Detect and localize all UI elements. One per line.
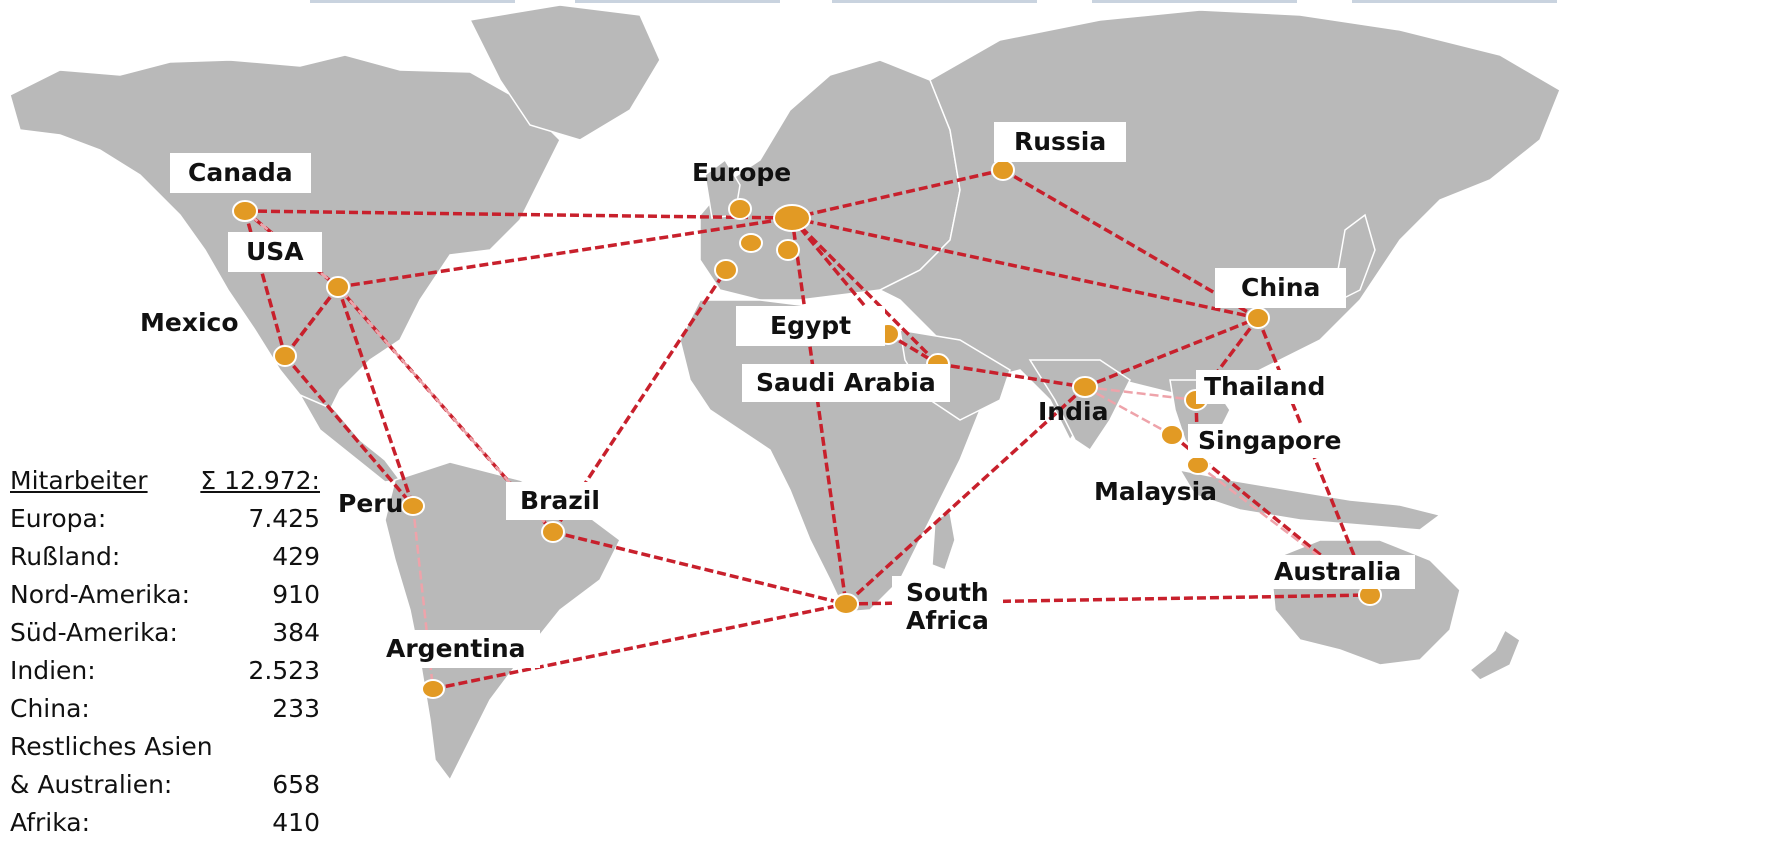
top-tab-1 [310, 0, 515, 3]
label-thailand: Thailand [1196, 370, 1334, 404]
marker-india [1072, 376, 1098, 398]
label-europe: Europe [692, 158, 792, 187]
label-south-africa: South Africa [892, 576, 1003, 638]
stats-row: Süd-Amerika: 384 [10, 614, 320, 652]
route-saudi-arabia-india [937, 362, 1086, 389]
marker-eu-b [739, 233, 763, 253]
route-canada-europe [244, 209, 793, 220]
stats-header: Mitarbeiter Σ 12.972: [10, 462, 320, 500]
stats-total: Σ 12.972: [200, 466, 320, 495]
route-mexico-usa [283, 285, 340, 358]
stats-row-label: Europa: [10, 504, 107, 533]
top-tab-4 [1092, 0, 1297, 3]
label-malaysia: Malaysia [1094, 477, 1218, 506]
marker-russia [991, 159, 1015, 181]
route-argentina-south-africa [432, 602, 847, 691]
route-brazil-south-africa [552, 530, 847, 606]
stats-row: China: 233 [10, 690, 320, 728]
stats-rest-value: 658 [272, 770, 320, 799]
stats-africa-value: 410 [272, 808, 320, 837]
marker-eu-d [714, 259, 738, 281]
stats-row-value: 233 [272, 694, 320, 723]
stats-row-label: China: [10, 694, 90, 723]
label-russia: Russia [994, 122, 1127, 162]
label-egypt: Egypt [736, 306, 886, 346]
route-south-africa-australia [845, 593, 1371, 606]
stats-rest-label-line2: & Australien: [10, 770, 173, 799]
stats-row-rest: & Australien: 658 [10, 766, 320, 804]
label-china: China [1215, 268, 1347, 308]
marker-south-africa [833, 593, 859, 615]
stats-row-value: 7.425 [248, 504, 320, 533]
label-mexico: Mexico [140, 308, 239, 337]
stats-africa-label: Afrika: [10, 808, 91, 837]
route-india-china [1084, 316, 1259, 389]
land-masses [9, 4, 1561, 782]
route-usa-europe [337, 216, 793, 289]
top-tab-2 [575, 0, 780, 3]
route-india-south-africa [844, 385, 1087, 606]
marker-europe [773, 204, 811, 232]
location-markers [232, 159, 1382, 699]
route-peru-argentina [411, 505, 435, 690]
marker-mexico [273, 345, 297, 367]
label-india: India [1038, 397, 1109, 426]
marker-china [1246, 307, 1270, 329]
route-india-thailand [1084, 385, 1197, 402]
stats-row-value: 910 [272, 580, 320, 609]
stats-row-value: 429 [272, 542, 320, 571]
label-singapore: Singapore [1188, 424, 1352, 458]
stats-row: Nord-Amerika: 910 [10, 576, 320, 614]
stats-row-africa: Afrika: 410 [10, 804, 320, 842]
top-tab-3 [832, 0, 1037, 3]
stats-title: Mitarbeiter [10, 466, 148, 495]
label-brazil: Brazil [506, 482, 614, 520]
stats-row: Rußland: 429 [10, 538, 320, 576]
stats-row-label: Süd-Amerika: [10, 618, 178, 647]
marker-eu-c [776, 239, 800, 261]
marker-peru [401, 496, 425, 516]
new-zealand-landmass [1468, 628, 1521, 681]
label-usa: USA [228, 232, 322, 272]
marker-singapore [1160, 424, 1184, 446]
stats-row-label: Rußland: [10, 542, 121, 571]
stats-row-label: Indien: [10, 656, 96, 685]
label-saudi-arabia: Saudi Arabia [742, 364, 950, 402]
indonesia-landmass [1178, 468, 1442, 531]
marker-argentina [421, 679, 445, 699]
marker-eu-a [728, 198, 752, 220]
route-canada-mexico [243, 210, 287, 357]
label-peru: Peru [338, 489, 404, 518]
route-russia-china [1002, 168, 1259, 320]
stats-row: Indien: 2.523 [10, 652, 320, 690]
marker-brazil [541, 521, 565, 543]
route-europe-russia [791, 168, 1004, 220]
stats-row-value: 2.523 [248, 656, 320, 685]
stats-row-label: Nord-Amerika: [10, 580, 191, 609]
route-europe-china [791, 216, 1259, 320]
label-canada: Canada [170, 153, 311, 193]
stats-rest-label-line1: Restliches Asien [10, 732, 213, 761]
label-australia: Australia [1260, 555, 1416, 589]
stats-row-value: 384 [272, 618, 320, 647]
route-mexico-peru [283, 354, 415, 508]
label-argentina: Argentina [372, 630, 540, 668]
top-tab-5 [1352, 0, 1557, 3]
route-europe-saudi-arabia [790, 216, 940, 366]
marker-usa [326, 276, 350, 298]
route-malaysia-australia [1197, 464, 1371, 596]
greenland-landmass [468, 4, 661, 141]
route-india-singapore [1084, 385, 1173, 437]
stats-row: Europa: 7.425 [10, 500, 320, 538]
marker-canada [232, 200, 258, 222]
route-egypt-saudi-arabia [887, 332, 939, 366]
marker-malaysia [1186, 455, 1210, 475]
